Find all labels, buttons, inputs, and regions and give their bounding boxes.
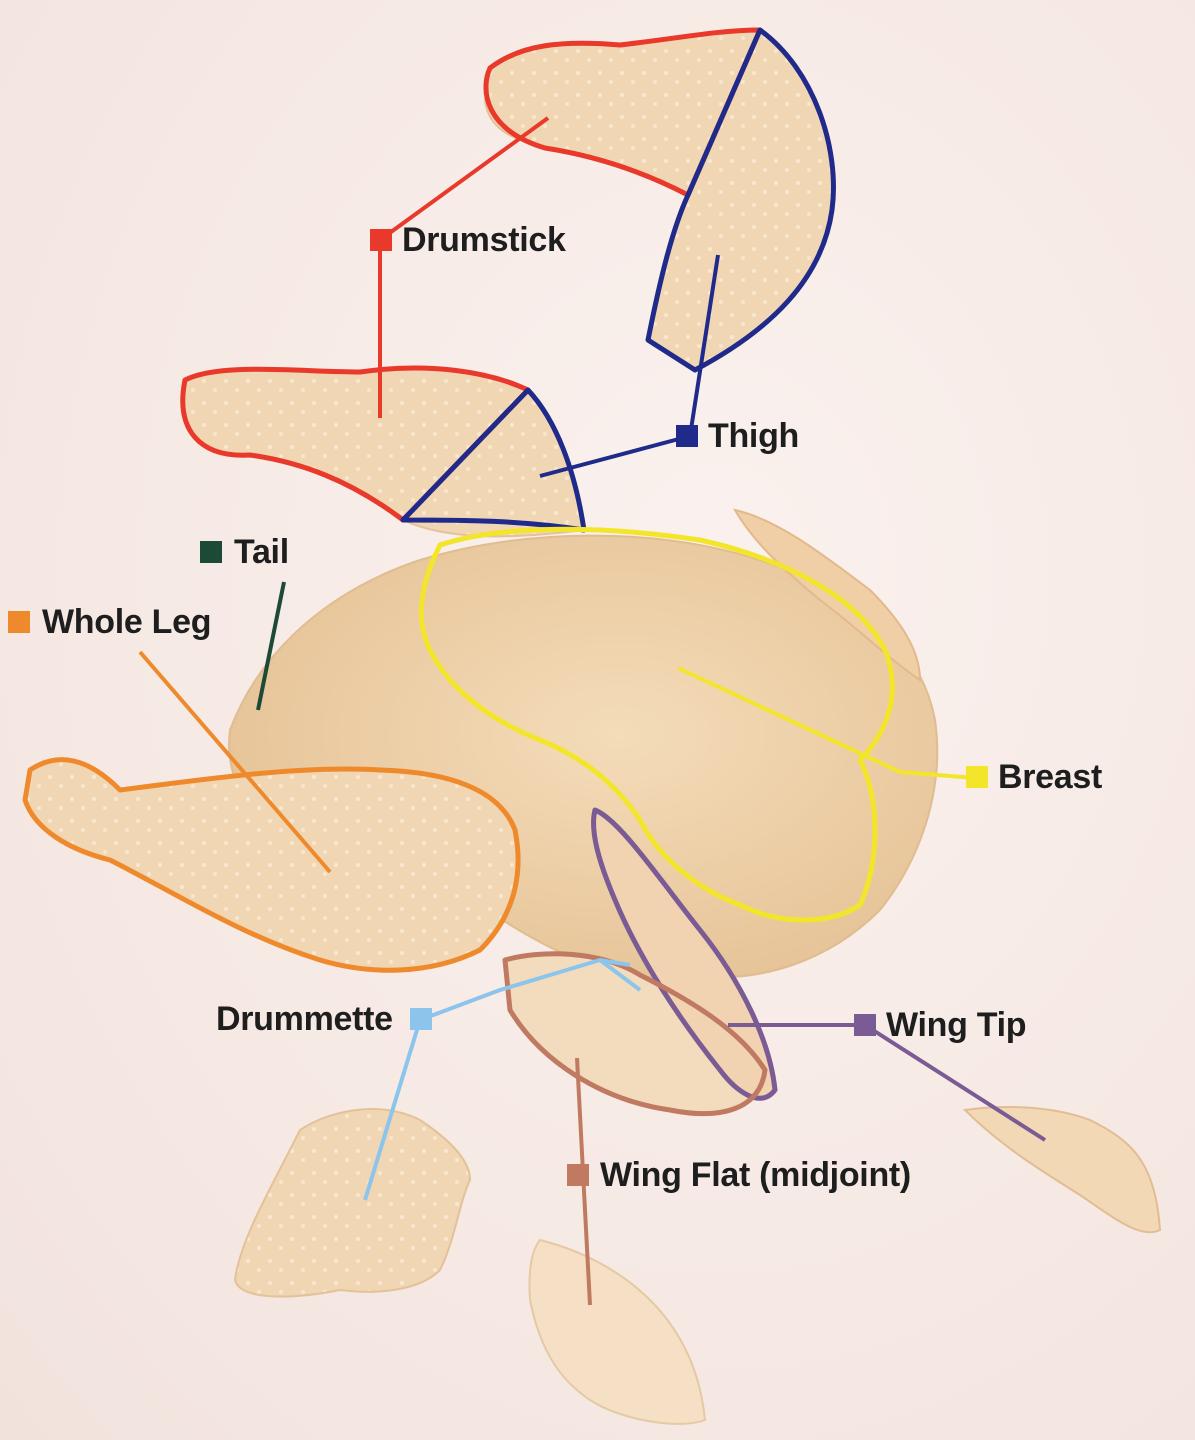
drumstick-marker [370,229,392,251]
top-leg-meat [485,30,833,370]
thigh-label: Thigh [708,419,799,453]
thigh-marker [676,425,698,447]
tail-label: Tail [234,535,289,569]
whole-leg-marker [8,611,30,633]
drummette-label: Drummette [216,1002,393,1036]
drummette-marker [410,1008,432,1030]
drumstick-label: Drumstick [402,223,566,257]
wing-flat-marker [567,1164,589,1186]
breast-marker [966,766,988,788]
wing-flat-piece-meat [529,1240,705,1424]
wing-tip-piece-meat [965,1107,1160,1232]
breast-label: Breast [998,760,1102,794]
whole-leg-meat [25,760,518,971]
wing-tip-label: Wing Tip [886,1008,1026,1042]
wing-flat-label: Wing Flat (midjoint) [600,1158,911,1192]
drummette-piece-meat [235,1109,470,1296]
whole-leg-label: Whole Leg [42,605,211,639]
wing-tip-marker [854,1014,876,1036]
tail-marker [200,541,222,563]
